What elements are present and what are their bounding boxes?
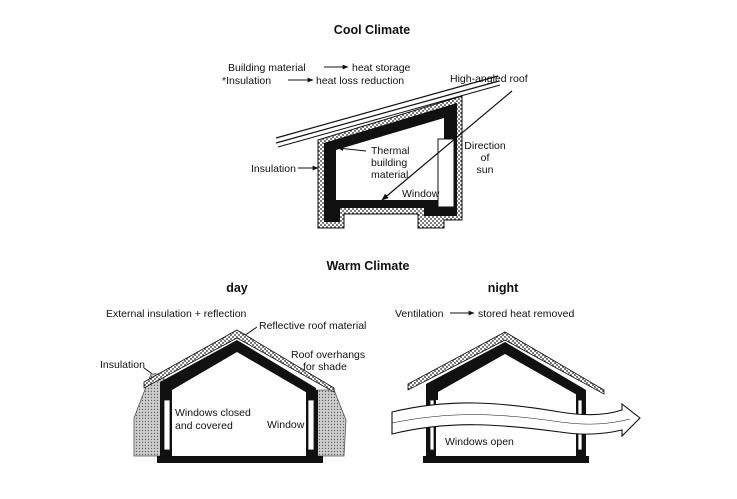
cool-climate-title: Cool Climate (334, 23, 410, 37)
day-floor (157, 456, 323, 463)
sun-direction-arrow (381, 90, 513, 201)
warm-day-section: day External insulation + reflection Ref… (100, 281, 366, 463)
label-thermal-1: Thermal (371, 145, 410, 157)
legend-heat-loss: heat loss reduction (316, 75, 404, 87)
legend-heat-storage: heat storage (352, 62, 411, 74)
day-window-left (163, 399, 171, 451)
label-stored-heat: stored heat removed (478, 308, 574, 320)
day-window-right (307, 399, 315, 451)
legend-insulation: *Insulation (222, 75, 271, 87)
day-shade-left (133, 373, 165, 457)
day-shade-right (315, 389, 347, 457)
arrow-thermal (337, 146, 367, 152)
night-roof-reflective (407, 331, 605, 395)
label-overhang-1: Roof overhangs (291, 349, 365, 361)
cool-interior (336, 118, 444, 200)
night-floor (423, 456, 589, 463)
label-ventilation: Ventilation (395, 308, 444, 320)
night-title: night (488, 281, 519, 295)
label-external-insulation: External insulation + reflection (106, 308, 247, 320)
day-roof-structure (160, 340, 316, 398)
cool-legend: Building material heat storage *Insulati… (222, 62, 411, 87)
cool-roof-line-2 (275, 80, 500, 144)
day-roof-reflective (143, 329, 335, 393)
warm-climate-title: Warm Climate (327, 259, 410, 273)
label-overhang-2: for shade (303, 361, 347, 373)
legend-building-material: Building material (228, 62, 306, 74)
night-roof-structure (426, 342, 586, 400)
label-day-insulation: Insulation (100, 359, 145, 371)
label-high-angled-roof: High-angled roof (450, 73, 528, 85)
label-windows-closed-2: and covered (175, 420, 233, 432)
day-title: day (226, 281, 248, 295)
cool-roof-line-3 (277, 84, 501, 148)
warm-night-section: night Ventilation stored heat removed Wi… (391, 281, 641, 463)
label-direction-1: Direction (464, 140, 506, 152)
label-thermal-2: building (371, 157, 407, 169)
label-direction-3: sun (477, 164, 494, 176)
cool-window (437, 138, 455, 208)
label-cool-window: Window (402, 188, 440, 200)
label-thermal-3: material (371, 169, 408, 181)
cool-roof-line-1 (275, 75, 499, 139)
ventilation-airflow-arrow (391, 402, 641, 438)
label-windows-closed-1: Windows closed (175, 407, 251, 419)
cool-house (275, 75, 513, 229)
cool-climate-section: Cool Climate Building material heat stor… (222, 23, 528, 229)
label-cool-insulation: Insulation (251, 163, 296, 175)
label-day-window: Window (267, 419, 305, 431)
label-windows-open: Windows open (445, 436, 514, 448)
label-reflective-roof: Reflective roof material (259, 320, 366, 332)
airflow-center-line (391, 414, 631, 425)
label-direction-2: of (481, 152, 490, 164)
